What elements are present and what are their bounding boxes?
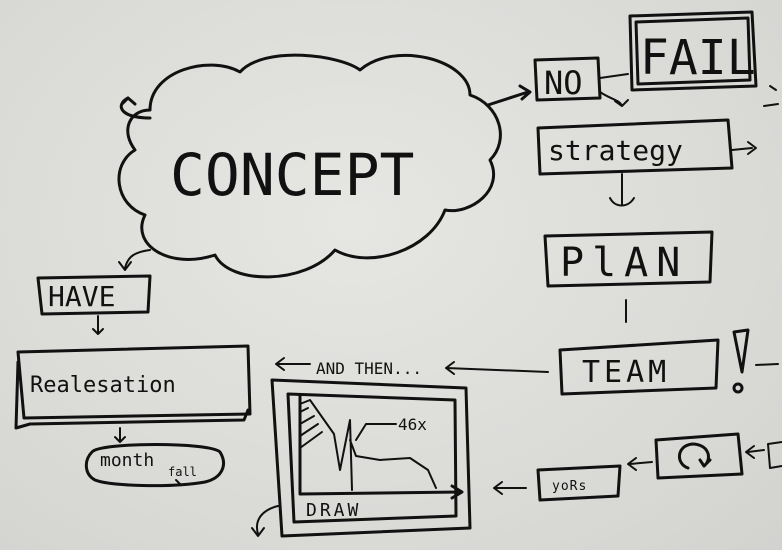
arrow-concept-to-have (119, 250, 150, 270)
fail-label: FAIL (640, 30, 756, 86)
have-label: HAVE (48, 280, 115, 313)
draw-graph-line (300, 400, 436, 490)
draw-curl-arrow (252, 506, 278, 536)
cycle-icon (679, 444, 710, 468)
realisation-label: Realesation (30, 373, 176, 398)
years-label: yoRs (552, 479, 587, 494)
arrow-realisation-to-month (115, 428, 125, 442)
offscreen-box-edge (768, 442, 782, 468)
arrow-years-to-draw (494, 482, 526, 494)
offscreen-strategy-arrow (764, 104, 778, 106)
arrow-have-to-realisation (93, 316, 103, 334)
concept-label: CONCEPT (170, 141, 414, 209)
plan-label: PlAN (560, 240, 688, 286)
and-then-label: AND THEN... (316, 359, 422, 378)
draw-label: DRAW (306, 500, 361, 521)
exclamation-icon (734, 330, 748, 392)
arrow-right-to-cycle (746, 446, 764, 458)
arrow-strategy-right (732, 142, 756, 154)
fall-label: fall (168, 465, 197, 479)
stray-tick-2 (176, 480, 180, 484)
arrow-strategy-to-plan (610, 174, 634, 206)
arrow-no-to-strategy (600, 92, 628, 106)
draw-callout-line (356, 424, 396, 440)
arrow-and-then-to-realisation (276, 358, 310, 370)
month-label: month (100, 450, 154, 471)
no-label: NO (544, 64, 583, 102)
arrow-no-to-fail (600, 74, 628, 78)
arrow-team-right (756, 364, 778, 365)
arrow-concept-to-no (488, 86, 530, 105)
strategy-label: strategy (548, 134, 683, 167)
arrow-cycle-to-years (628, 458, 652, 470)
draw-axes (300, 396, 462, 498)
stray-tick-1 (770, 86, 776, 90)
cycle-box (656, 434, 742, 478)
draw-value-label: 46x (398, 415, 427, 434)
team-label: TEAM (582, 355, 670, 390)
arrow-team-to-and-then (446, 362, 548, 374)
